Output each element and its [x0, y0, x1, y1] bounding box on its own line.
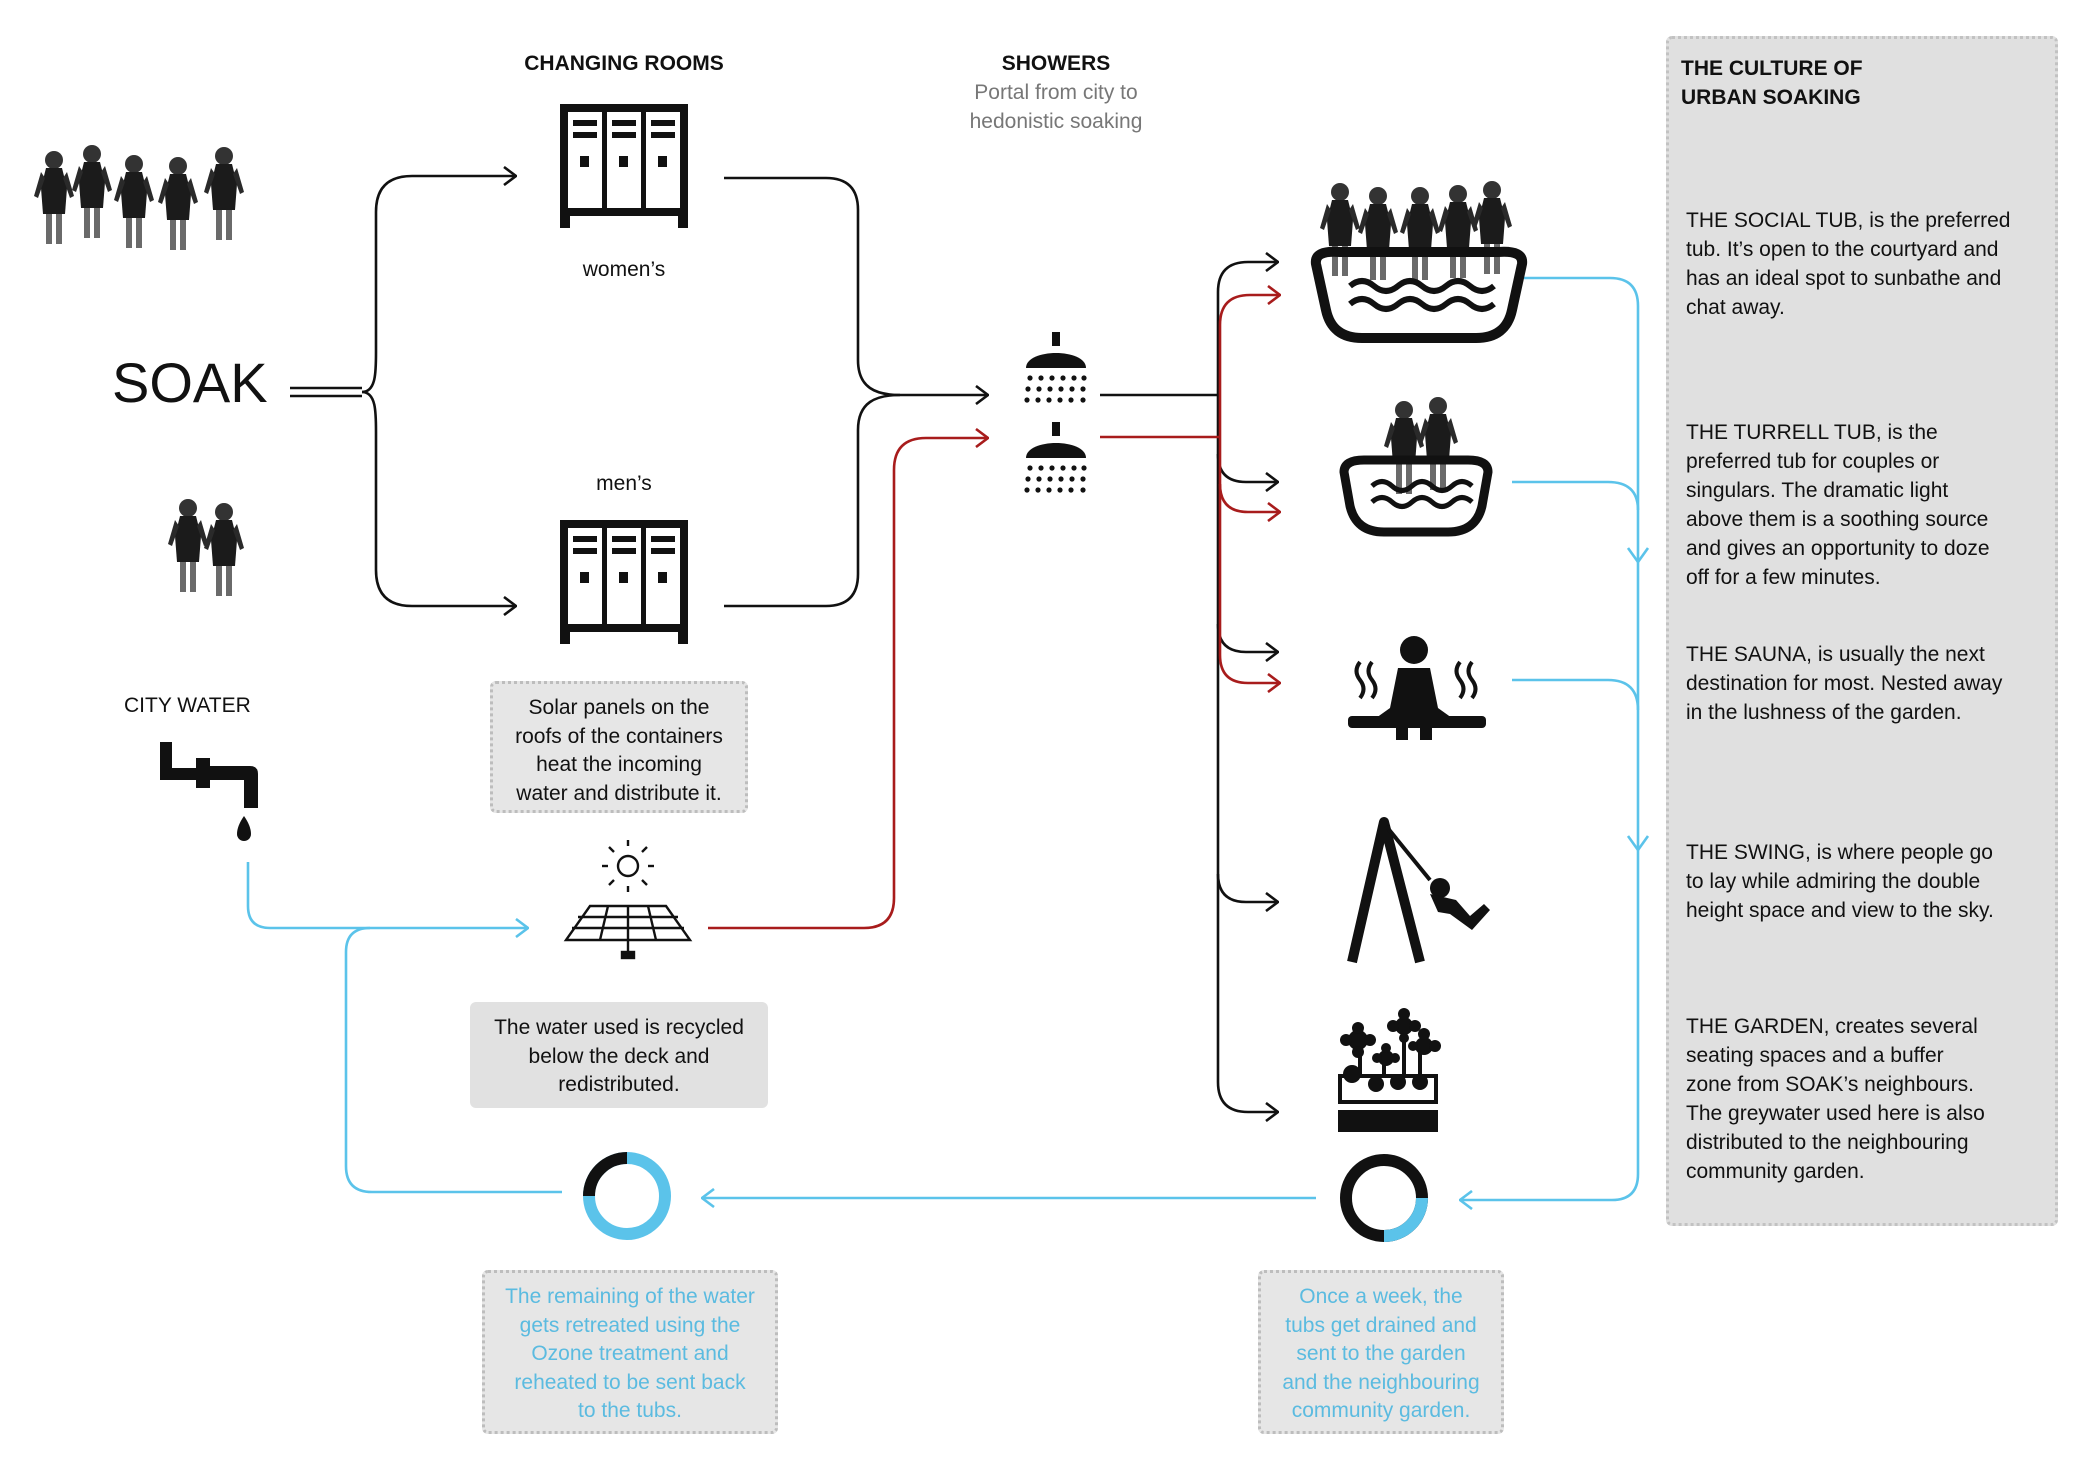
solar-note-line: heat the incoming — [536, 753, 702, 777]
blue-arrowhead-down-2 — [1626, 835, 1650, 853]
recycled-note-line: redistributed. — [558, 1073, 680, 1097]
sidebar-item-line: above them is a soothing source — [1686, 507, 1989, 531]
treatment-ring-icon-ozone — [583, 1152, 671, 1240]
sidebar-item-line: zone from SOAK’s neighbours. — [1686, 1072, 1974, 1096]
bathers-photo-group-icon — [34, 145, 244, 250]
men-label: men’s — [596, 472, 652, 495]
flow-soak-to-women — [361, 176, 516, 394]
shower-head-icon-2 — [1024, 422, 1087, 493]
sidebar-item-sauna: THE SAUNA, is usually the next destinati… — [1686, 641, 2046, 728]
drained-note-line: and the neighbouring — [1282, 1370, 1480, 1394]
sidebar-item-line: height space and view to the sky. — [1686, 898, 1994, 922]
sidebar-item-line: to lay while admiring the double — [1686, 869, 1981, 893]
sidebar-item-line: distributed to the neighbouring — [1686, 1130, 1969, 1154]
turrell-tub-icon — [1339, 397, 1493, 537]
sauna-icon — [1348, 636, 1486, 740]
garden-planter-icon — [1338, 1008, 1441, 1132]
sidebar-item-line: THE SWING, is where people go — [1686, 841, 1993, 864]
ozone-note: The remaining of the water gets retreate… — [482, 1270, 778, 1434]
sidebar-item-social-tub: THE SOCIAL TUB, is the preferred tub. It… — [1686, 207, 2046, 323]
flow-heated-to-sauna — [1218, 437, 1280, 683]
flow-ozone-to-solar — [344, 926, 562, 1194]
changing-rooms-title: CHANGING ROOMS — [524, 52, 724, 75]
sidebar-item-line: THE SAUNA, is usually the next — [1686, 643, 1985, 666]
blue-flow-lines — [246, 276, 1650, 1200]
sidebar-item-line: preferred tub for couples or — [1686, 449, 1940, 473]
drained-note-line: Once a week, the — [1299, 1285, 1463, 1308]
flow-men-to-showers — [724, 393, 901, 608]
flow-solar-to-showers — [708, 438, 988, 930]
city-water-label: CITY WATER — [124, 694, 251, 717]
flow-tubs-to-drain — [1460, 276, 1640, 1200]
sidebar-item-line: community garden. — [1686, 1159, 1865, 1183]
tap-icon — [160, 742, 258, 841]
sidebar-item-line: THE SOCIAL TUB, is the preferred — [1686, 209, 2011, 232]
culture-sidebar: THE CULTURE OF URBAN SOAKING THE SOCIAL … — [1666, 36, 2058, 1226]
sidebar-title: THE CULTURE OF URBAN SOAKING — [1681, 55, 1863, 113]
showers-title: SHOWERS — [1001, 52, 1111, 75]
sidebar-item-line: THE TURRELL TUB, is the — [1686, 421, 1938, 444]
sidebar-item-line: and gives an opportunity to doze — [1686, 536, 1990, 560]
bathers-photo-pair-icon — [168, 499, 244, 596]
flow-heated-to-social-tub — [1218, 295, 1280, 437]
flow-to-social-tub — [1216, 262, 1278, 395]
flow-to-garden — [1216, 395, 1278, 1112]
sidebar-item-line: in the lushness of the garden. — [1686, 700, 1962, 724]
treatment-ring-icon-drain — [1340, 1154, 1428, 1242]
ozone-note-line: The remaining of the water — [505, 1285, 755, 1308]
women-locker-icon — [560, 104, 688, 228]
drained-note-line: community garden. — [1291, 1399, 1471, 1423]
sidebar-title-line: THE CULTURE OF — [1681, 57, 1863, 80]
soak-title: SOAK — [112, 351, 268, 414]
ozone-note-line: reheated to be sent back — [514, 1370, 746, 1394]
shower-head-icon — [1024, 332, 1087, 403]
flow-city-water-to-solar — [246, 862, 528, 928]
flow-to-turrell-tub — [1216, 453, 1278, 482]
blue-arrowhead-down-1 — [1626, 547, 1650, 565]
solar-note-line: water and distribute it. — [516, 781, 722, 805]
drained-note-line: sent to the garden — [1296, 1342, 1466, 1366]
sidebar-item-line: off for a few minutes. — [1686, 565, 1881, 589]
flow-turrell-out — [1512, 480, 1640, 511]
swing-icon — [1347, 817, 1490, 964]
ozone-note-line: Ozone treatment and — [531, 1342, 729, 1366]
solar-panel-icon — [563, 840, 693, 960]
ozone-note-line: gets retreated using the — [519, 1313, 741, 1337]
flow-sauna-out — [1512, 678, 1640, 711]
drained-note: Once a week, the tubs get drained and se… — [1258, 1270, 1504, 1434]
flow-women-to-showers — [724, 176, 988, 395]
men-locker-icon — [560, 520, 688, 644]
sidebar-item-line: destination for most. Nested away — [1686, 671, 2003, 695]
sidebar-item-garden: THE GARDEN, creates several seating spac… — [1686, 1013, 2046, 1187]
sidebar-title-line: URBAN SOAKING — [1681, 85, 1861, 109]
sidebar-item-line: THE GARDEN, creates several — [1686, 1015, 1978, 1038]
solar-note-line: roofs of the containers — [515, 724, 723, 748]
flow-to-swing — [1216, 873, 1278, 902]
sidebar-item-line: The greywater used here is also — [1686, 1101, 1985, 1125]
sidebar-item-turrell-tub: THE TURRELL TUB, is the preferred tub fo… — [1686, 419, 2046, 593]
sidebar-item-line: seating spaces and a buffer — [1686, 1043, 1944, 1067]
black-flow-lines — [290, 176, 1278, 1112]
recycled-note-line: below the deck and — [528, 1044, 710, 1068]
flow-to-sauna — [1216, 623, 1278, 652]
ozone-note-line: to the tubs. — [578, 1399, 682, 1423]
showers-subtitle-line1: Portal from city to — [974, 81, 1138, 104]
women-label: women’s — [582, 258, 666, 281]
recycled-note-line: The water used is recycled — [494, 1016, 744, 1039]
drained-note-line: tubs get drained and — [1285, 1313, 1477, 1337]
red-flow-lines — [708, 295, 1280, 930]
flow-soak-to-men — [361, 390, 516, 606]
sidebar-item-line: has an ideal spot to sunbathe and — [1686, 266, 2002, 290]
sidebar-item-line: tub. It’s open to the courtyard and — [1686, 237, 1999, 261]
recycled-note: The water used is recycled below the dec… — [470, 1002, 768, 1108]
sidebar-item-line: singulars. The dramatic light — [1686, 478, 1949, 502]
sidebar-item-line: chat away. — [1686, 295, 1785, 319]
showers-subtitle-line2: hedonistic soaking — [969, 110, 1143, 133]
social-tub-icon — [1310, 181, 1528, 343]
solar-note-line: Solar panels on the — [528, 696, 710, 719]
solar-note: Solar panels on the roofs of the contain… — [490, 681, 748, 813]
flow-heated-to-turrell-tub — [1218, 483, 1280, 512]
sidebar-item-swing: THE SWING, is where people go to lay whi… — [1686, 839, 2046, 926]
